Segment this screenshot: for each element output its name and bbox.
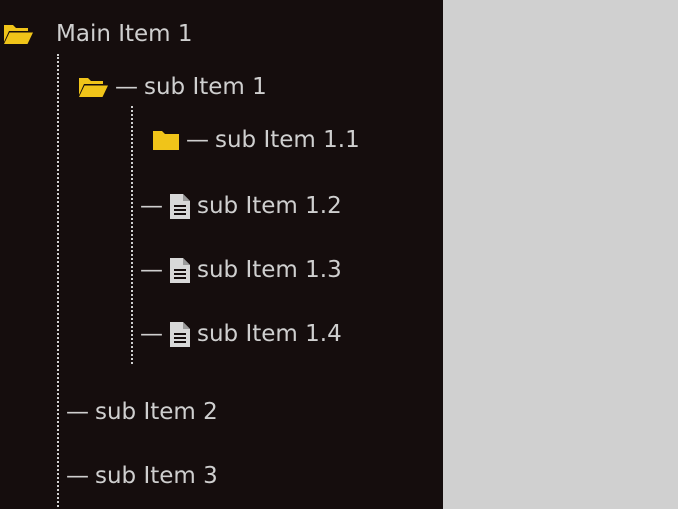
tree-connector-dash: — [140,193,163,219]
folder-icon [152,129,180,151]
tree-item-label: sub Item 3 [95,463,218,489]
document-icon [169,257,191,284]
tree-item-label: sub Item 2 [95,399,218,425]
document-icon [169,193,191,220]
tree-item-sub-item-2[interactable]: — sub Item 2 [66,394,218,430]
tree-item-label: sub Item 1.3 [197,257,342,283]
tree-guide-line-sub-item-1 [131,106,133,364]
tree-panel: Main Item 1 — sub Item 1 — sub Item 1.1 … [0,0,443,509]
tree-item-sub-item-1-1[interactable]: — sub Item 1.1 [152,122,360,158]
tree-item-label: Main Item 1 [56,21,193,47]
tree-connector-dash: — [186,127,209,153]
tree-item-sub-item-1-2[interactable]: — sub Item 1.2 [140,188,342,224]
tree-item-label: sub Item 1.2 [197,193,342,219]
tree-item-main-item-1[interactable]: Main Item 1 [3,16,193,52]
folder-open-icon [78,76,109,98]
tree-connector-dash: — [140,257,163,283]
content-pane [443,0,678,509]
tree-connector-dash: — [115,74,138,100]
tree-connector-dash: — [66,399,89,425]
tree-item-label: sub Item 1 [144,74,267,100]
tree-item-sub-item-1[interactable]: — sub Item 1 [78,69,267,105]
tree-connector-dash: — [66,463,89,489]
tree-item-sub-item-1-4[interactable]: — sub Item 1.4 [140,316,342,352]
tree-guide-line-root [57,54,59,509]
tree-item-label: sub Item 1.4 [197,321,342,347]
tree-item-sub-item-3[interactable]: — sub Item 3 [66,458,218,494]
tree-item-sub-item-1-3[interactable]: — sub Item 1.3 [140,252,342,288]
document-icon [169,321,191,348]
tree-connector-dash: — [140,321,163,347]
tree-item-label: sub Item 1.1 [215,127,360,153]
folder-open-icon [3,23,34,45]
